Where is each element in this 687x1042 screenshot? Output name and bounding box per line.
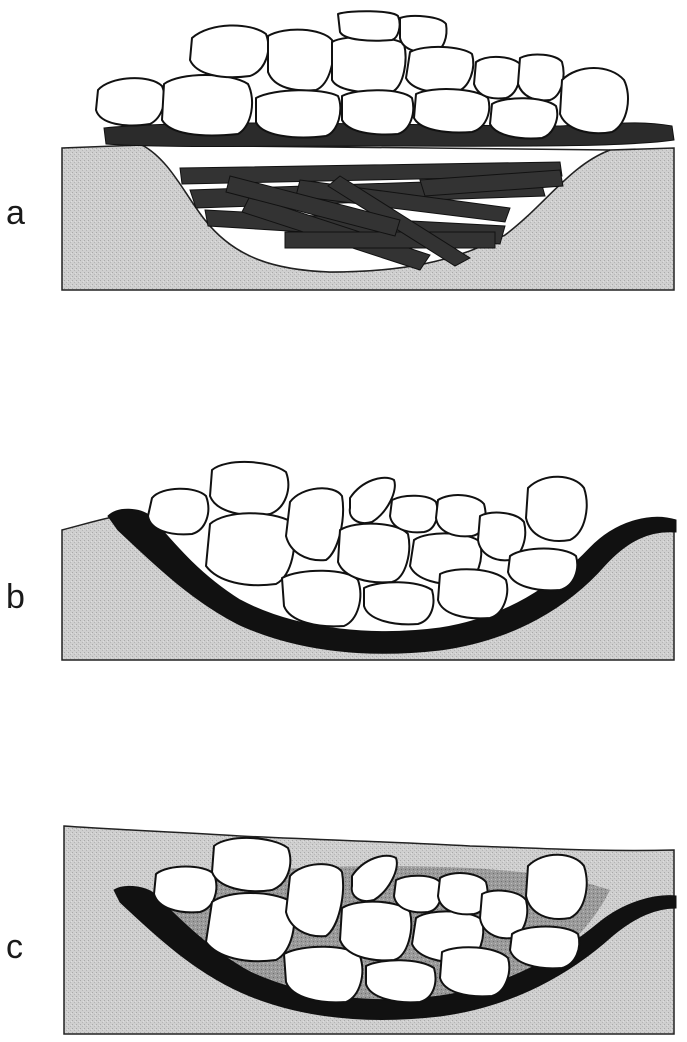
stone bbox=[206, 513, 294, 585]
stone bbox=[510, 927, 579, 969]
stone bbox=[206, 893, 294, 961]
stone bbox=[286, 488, 343, 560]
stone bbox=[268, 30, 333, 91]
stone bbox=[190, 25, 268, 77]
stone bbox=[366, 960, 435, 1002]
stone bbox=[526, 855, 587, 919]
stone bbox=[282, 571, 360, 627]
stone bbox=[526, 477, 587, 541]
stone bbox=[332, 37, 406, 93]
stone bbox=[284, 947, 362, 1003]
stone bbox=[256, 90, 340, 137]
stone bbox=[148, 489, 208, 535]
stone bbox=[438, 569, 507, 618]
stone bbox=[210, 462, 288, 515]
stone bbox=[154, 867, 216, 913]
stone bbox=[162, 75, 252, 135]
stone bbox=[560, 68, 628, 133]
stone bbox=[350, 478, 395, 523]
stone bbox=[96, 78, 164, 125]
stone bbox=[394, 876, 442, 913]
stone bbox=[364, 582, 433, 624]
stone bbox=[340, 902, 411, 961]
stone bbox=[440, 947, 509, 996]
stone bbox=[414, 89, 489, 132]
stone bbox=[338, 11, 400, 41]
stone bbox=[518, 55, 564, 101]
stone bbox=[508, 549, 577, 591]
stone-pile bbox=[96, 11, 628, 138]
stone bbox=[338, 524, 409, 583]
panel-a bbox=[62, 11, 674, 290]
stone bbox=[406, 47, 473, 93]
stone bbox=[286, 864, 343, 936]
stone bbox=[342, 90, 413, 134]
stone bbox=[390, 496, 438, 533]
panel-c bbox=[64, 826, 676, 1034]
stone bbox=[212, 838, 290, 891]
stone bbox=[474, 57, 520, 99]
stone bbox=[490, 98, 557, 138]
panel-b bbox=[62, 462, 676, 660]
